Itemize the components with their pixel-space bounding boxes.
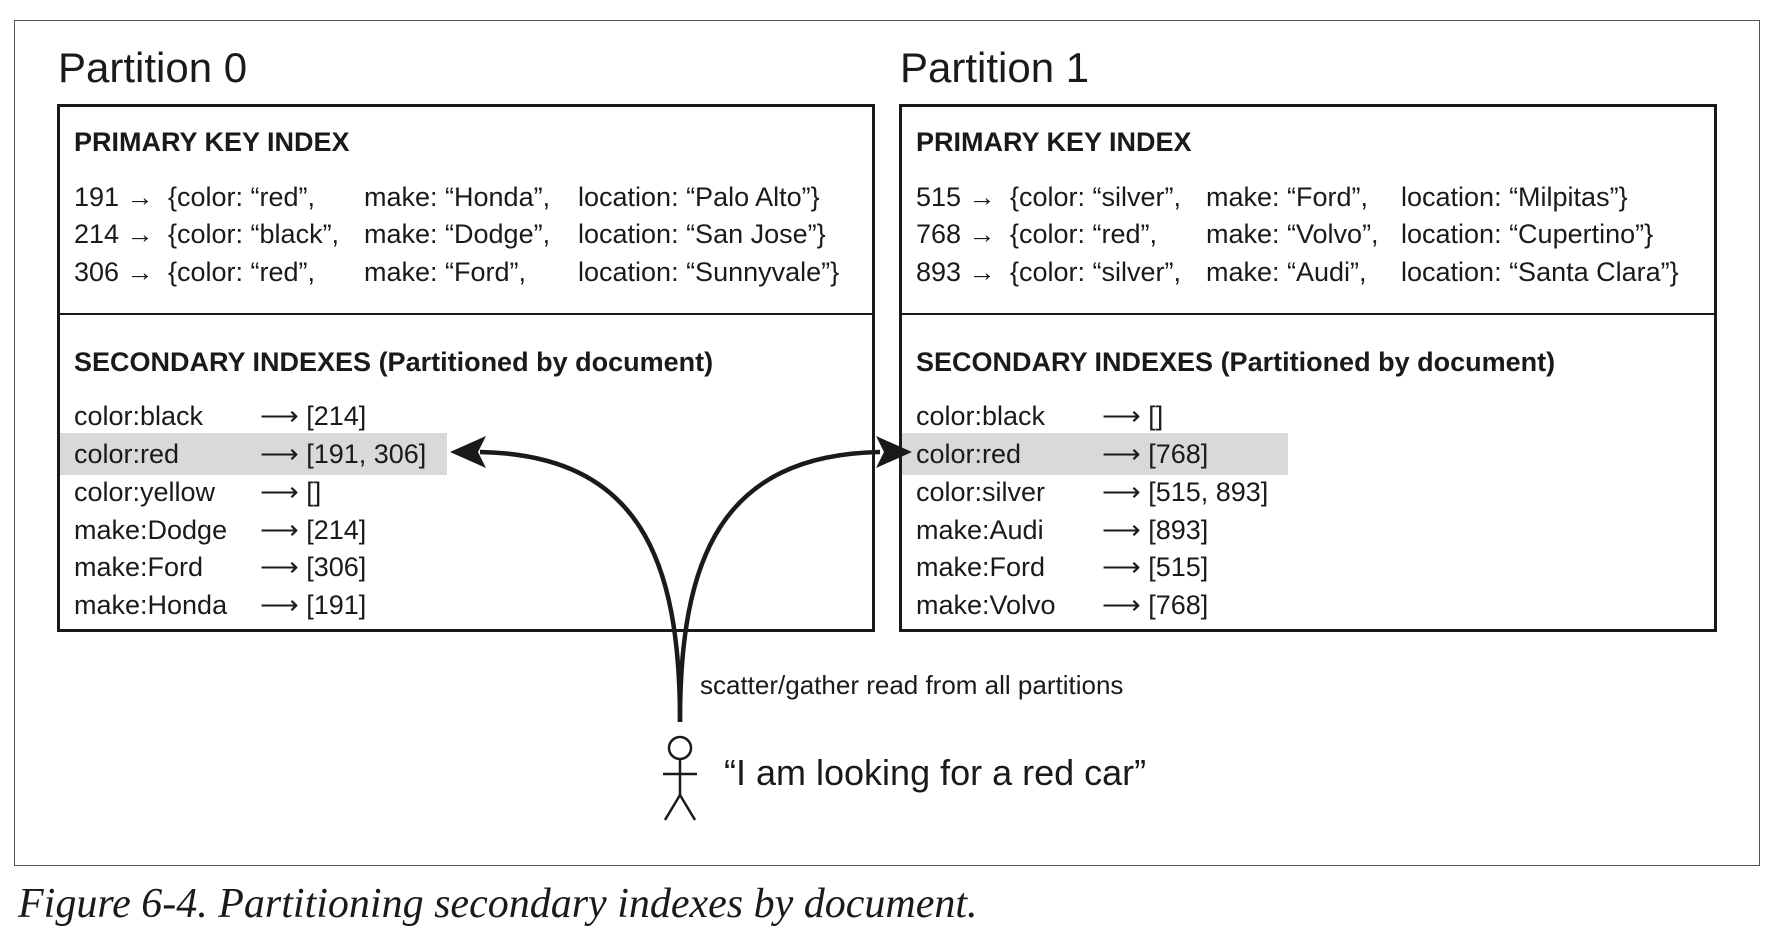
highlight-color-red (902, 433, 1288, 475)
pk-location: location: “Santa Clara”} (1401, 257, 1679, 287)
arrowhead-partition-1 (876, 436, 912, 468)
pk-key: 893 → (916, 257, 996, 287)
pk-make: make: “Volvo”, (1206, 219, 1379, 249)
figure-caption: Figure 6-4. Partitioning secondary index… (18, 881, 978, 927)
pk-color: {color: “silver”, (1010, 257, 1182, 287)
index-term: color:silver (916, 477, 1046, 507)
index-ids: ⟶ [191, 306] (260, 439, 427, 469)
index-term: make:Volvo (916, 590, 1056, 620)
scatter-gather-label: scatter/gather read from all partitions (700, 670, 1124, 700)
index-term: color:black (916, 401, 1046, 431)
primary-key-heading: PRIMARY KEY INDEX (916, 127, 1192, 157)
pk-make: make: “Dodge”, (364, 219, 551, 249)
pk-location: location: “Sunnyvale”} (578, 257, 840, 287)
pk-color: {color: “red”, (168, 182, 316, 212)
index-term: make:Honda (74, 590, 228, 620)
index-term: color:yellow (74, 477, 216, 507)
index-ids: ⟶ [515] (1102, 552, 1209, 582)
pk-key: 768 → (916, 219, 996, 249)
index-term: color:red (916, 439, 1022, 469)
partition-0-title: Partition 0 (58, 44, 248, 91)
figure-frame (14, 20, 1760, 866)
partition-0-box: PRIMARY KEY INDEX 191 → {color: “red”, m… (57, 104, 875, 632)
secondary-index-heading: SECONDARY INDEXES (Partitioned by docume… (74, 347, 714, 377)
pk-location: location: “San Jose”} (578, 219, 826, 249)
partition-1-title: Partition 1 (900, 44, 1090, 91)
pk-make: make: “Honda”, (364, 182, 551, 212)
user-quote: “I am looking for a red car” (724, 752, 1147, 793)
index-term: make:Ford (916, 552, 1046, 582)
index-ids: ⟶ [768] (1102, 590, 1209, 620)
pk-make: make: “Ford”, (1206, 182, 1369, 212)
index-ids: ⟶ [] (260, 477, 322, 507)
index-ids: ⟶ [768] (1102, 439, 1209, 469)
secondary-index-heading: SECONDARY INDEXES (Partitioned by docume… (916, 347, 1556, 377)
pk-key: 214 → (74, 219, 154, 249)
index-term: color:black (74, 401, 204, 431)
pk-make: make: “Ford”, (364, 257, 527, 287)
pk-color: {color: “red”, (168, 257, 316, 287)
pk-key: 306 → (74, 257, 154, 287)
pk-location: location: “Milpitas”} (1401, 182, 1628, 212)
pk-key: 191 → (74, 182, 154, 212)
arrow-to-partition-0 (479, 449, 683, 723)
pk-color: {color: “black”, (168, 219, 340, 249)
index-ids: ⟶ [306] (260, 552, 367, 582)
pk-color: {color: “silver”, (1010, 182, 1182, 212)
arrow-to-partition-1 (677, 449, 881, 723)
pk-make: make: “Audi”, (1206, 257, 1367, 287)
user-figure-icon (663, 735, 697, 821)
arrowhead-partition-0 (450, 436, 486, 468)
index-ids: ⟶ [214] (260, 515, 367, 545)
pk-location: location: “Palo Alto”} (578, 182, 820, 212)
section-divider (902, 313, 1714, 315)
index-ids: ⟶ [893] (1102, 515, 1209, 545)
index-ids: ⟶ [214] (260, 401, 367, 431)
index-ids: ⟶ [] (1102, 401, 1164, 431)
index-term: color:red (74, 439, 180, 469)
index-term: make:Audi (916, 515, 1044, 545)
highlight-color-red (60, 433, 447, 475)
pk-color: {color: “red”, (1010, 219, 1158, 249)
partition-1-box: PRIMARY KEY INDEX 515 → {color: “silver”… (899, 104, 1717, 632)
index-term: make:Ford (74, 552, 204, 582)
pk-location: location: “Cupertino”} (1401, 219, 1654, 249)
index-ids: ⟶ [515, 893] (1102, 477, 1269, 507)
index-ids: ⟶ [191] (260, 590, 367, 620)
section-divider (60, 313, 872, 315)
primary-key-heading: PRIMARY KEY INDEX (74, 127, 350, 157)
pk-key: 515 → (916, 182, 996, 212)
index-term: make:Dodge (74, 515, 228, 545)
